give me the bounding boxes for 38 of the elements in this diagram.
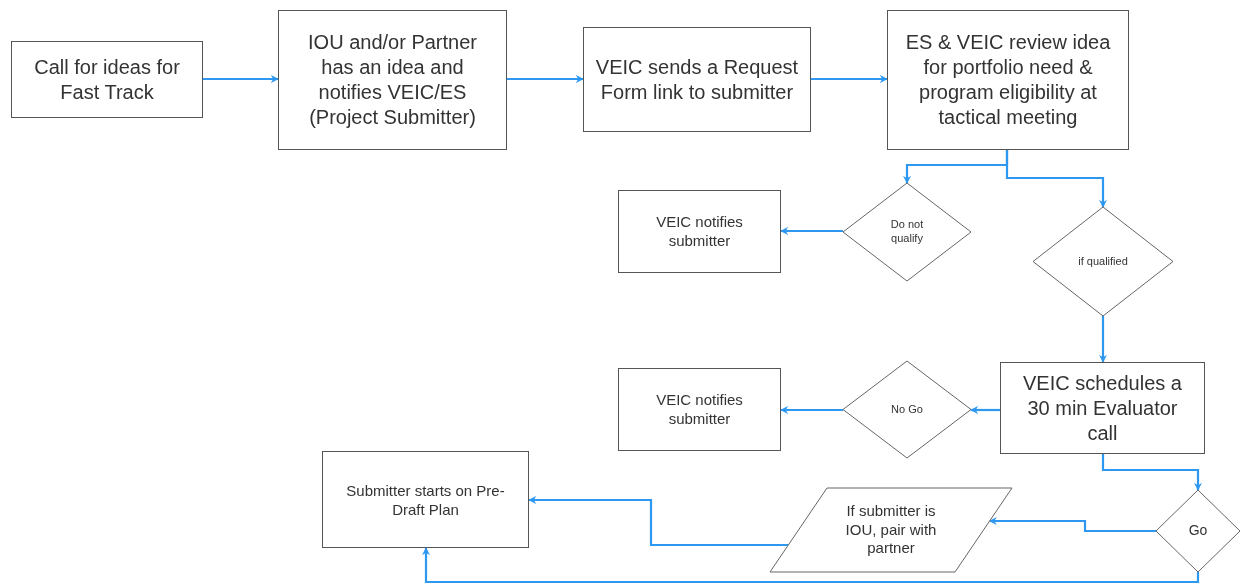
arrow bbox=[1005, 150, 1107, 208]
node-label: ES & VEIC review idea for portfolio need & program eligibility at tactical meeting bbox=[904, 30, 1112, 130]
node-label: VEIC notifies submitter bbox=[655, 390, 744, 429]
node-label: IOU and/or Partner has an idea and notifies VEIC/ES (Project Submitter) bbox=[307, 30, 478, 130]
process-box bbox=[618, 368, 781, 451]
node-label: If submitter is IOU, pair with partner bbox=[844, 501, 938, 559]
arrow bbox=[1099, 316, 1107, 363]
process-box bbox=[618, 190, 781, 273]
node-label: VEIC notifies submitter bbox=[655, 212, 744, 251]
node-label: Call for ideas for Fast Track bbox=[33, 54, 181, 105]
arrow bbox=[507, 75, 584, 83]
process-box bbox=[278, 10, 507, 150]
node-label: VEIC schedules a 30 min Evaluator call bbox=[1022, 370, 1183, 446]
node-label: Submitter starts on Pre-Draft Plan bbox=[345, 482, 506, 520]
process-box bbox=[583, 27, 811, 132]
process-box bbox=[11, 41, 203, 118]
arrow bbox=[970, 406, 1000, 414]
process-box bbox=[887, 10, 1129, 150]
decision-diamond bbox=[1033, 207, 1173, 316]
decision-diamond bbox=[1156, 490, 1240, 572]
arrow bbox=[203, 75, 279, 83]
node-label: VEIC sends a Request Form link to submitter bbox=[594, 54, 800, 105]
decision-diamond bbox=[843, 361, 971, 458]
node-label: Go bbox=[1187, 522, 1209, 540]
process-box bbox=[322, 451, 529, 548]
node-label: No Go bbox=[890, 402, 924, 417]
arrow bbox=[1101, 454, 1202, 491]
input-output-parallelogram bbox=[770, 488, 1012, 572]
arrow bbox=[422, 547, 1200, 584]
node-label: if qualified bbox=[1077, 254, 1129, 269]
process-box bbox=[1000, 362, 1205, 454]
arrow bbox=[811, 75, 888, 83]
arrow bbox=[780, 406, 843, 414]
node-label: Do not qualify bbox=[889, 218, 925, 246]
arrow bbox=[528, 496, 789, 547]
decision-diamond bbox=[843, 183, 971, 281]
arrow bbox=[780, 227, 843, 235]
arrow bbox=[988, 517, 1156, 533]
